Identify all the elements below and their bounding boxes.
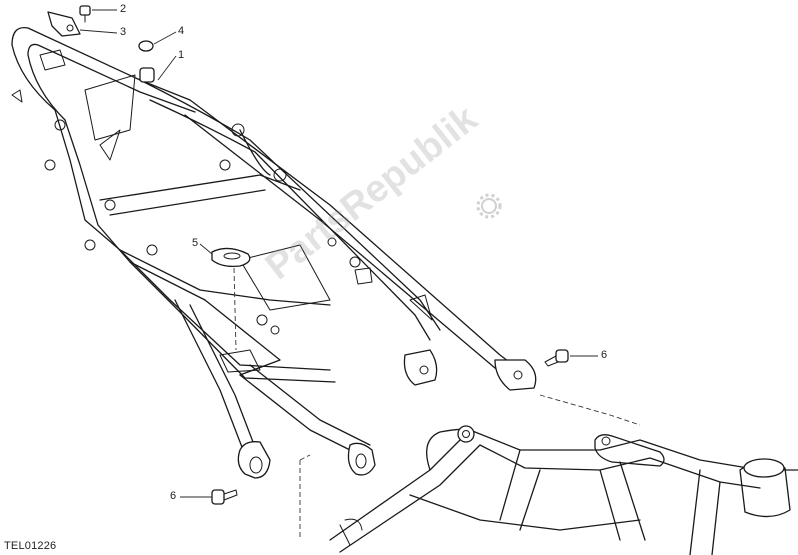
main-frame (299, 394, 798, 555)
screw-6-right (544, 349, 569, 367)
grommet-5 (211, 247, 251, 268)
callout-6-left: 6 (170, 490, 177, 502)
callout-1: 1 (178, 49, 185, 61)
bolt-2 (79, 5, 91, 23)
callout-5: 5 (192, 237, 199, 249)
drawing-reference-code: TEL01226 (4, 540, 57, 552)
leader-lines (79, 9, 598, 498)
callout-4: 4 (178, 25, 185, 37)
rubber-cap-4 (138, 40, 155, 83)
gear-icon (476, 193, 502, 219)
callout-2: 2 (120, 3, 127, 15)
bracket-3 (47, 11, 81, 37)
screw-6-left (211, 489, 238, 505)
callout-3: 3 (120, 26, 127, 38)
callout-6-right: 6 (601, 349, 608, 361)
rear-subframe (11, 26, 537, 479)
